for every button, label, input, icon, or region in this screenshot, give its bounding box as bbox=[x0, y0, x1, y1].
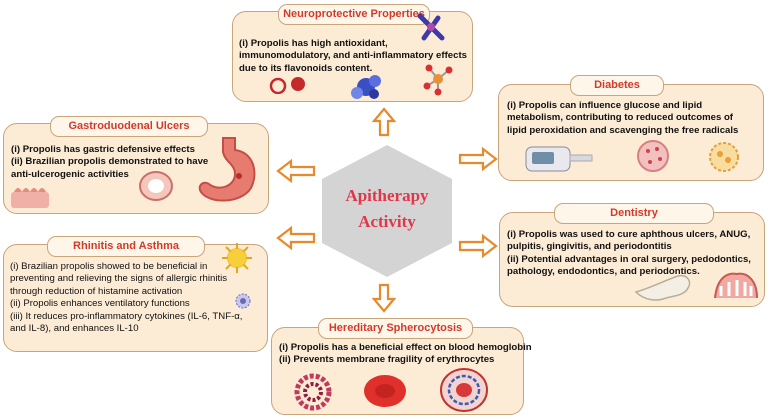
neuroprotective-text: (i) Propolis has high antioxidant, immun… bbox=[239, 38, 467, 74]
spherocytosis-text: (i) Propolis has a beneficial effect on … bbox=[279, 342, 532, 366]
dentistry-text: (i) Propolis was used to cure aphthous u… bbox=[507, 229, 751, 278]
fat-cell-icon bbox=[709, 142, 739, 172]
neuroprotective-title: Neuroprotective Properties bbox=[278, 4, 430, 25]
tooth-icon bbox=[634, 274, 691, 301]
diabetes-text: (i) Propolis can influence glucose and l… bbox=[507, 100, 739, 136]
diabetes-title: Diabetes bbox=[570, 75, 664, 96]
neuron-icon bbox=[417, 13, 445, 41]
rhinitis-text: (i) Brazilian propolis showed to be bene… bbox=[10, 261, 243, 335]
hemoglobin-icon bbox=[294, 373, 332, 411]
red-blood-cell-icon bbox=[364, 375, 406, 407]
rhinitis-title: Rhinitis and Asthma bbox=[47, 236, 205, 257]
stomach-icon bbox=[198, 137, 256, 202]
phosphate-molecule-icon bbox=[423, 64, 453, 96]
arrow-down bbox=[372, 283, 396, 313]
dentistry-title: Dentistry bbox=[554, 203, 714, 224]
gastroduodenal-title: Gastroduodenal Ulcers bbox=[50, 116, 208, 137]
arrow-upper-left bbox=[276, 158, 316, 184]
pollen-icon bbox=[222, 243, 252, 273]
oxygen-molecule-icon bbox=[269, 77, 305, 94]
erythrocyte-membrane-icon bbox=[440, 368, 488, 412]
gastroduodenal-text: (i) Propolis has gastric defensive effec… bbox=[11, 144, 209, 180]
molecule-cluster-icon bbox=[351, 75, 381, 99]
pancreas-cell-icon bbox=[637, 140, 669, 172]
ulcer-cross-section-icon bbox=[139, 171, 173, 201]
arrow-lower-left bbox=[276, 225, 316, 251]
center-title-line1: Apitherapy bbox=[345, 186, 429, 205]
arrow-upper-right bbox=[458, 146, 498, 172]
intestinal-tissue-icon bbox=[11, 188, 49, 208]
arrow-lower-right bbox=[458, 233, 498, 259]
spherocytosis-title: Hereditary Spherocytosis bbox=[318, 318, 473, 339]
center-hexagon bbox=[322, 145, 452, 277]
gum-tissue-icon bbox=[714, 272, 758, 299]
arrow-up bbox=[372, 107, 396, 137]
center-title-line2: Activity bbox=[358, 212, 416, 231]
immune-cell-icon bbox=[235, 293, 251, 309]
glucose-meter-icon bbox=[525, 146, 593, 172]
